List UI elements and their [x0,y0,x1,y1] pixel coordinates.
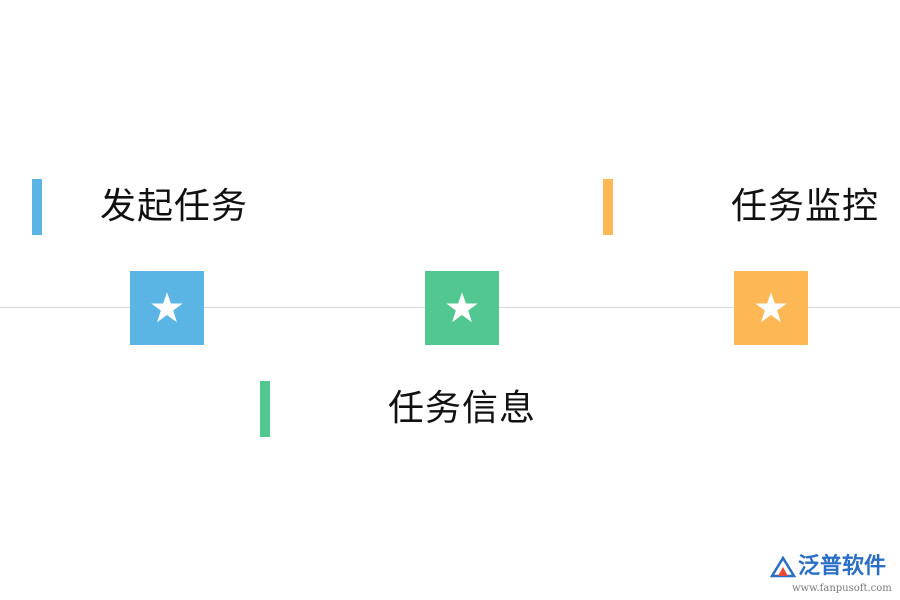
step-1-node [130,271,204,345]
step-2-marker-bar [260,381,270,437]
step-2-node [425,271,499,345]
step-2-label: 任务信息 [388,388,537,429]
brand-url: www.fanpusoft.com [792,583,892,594]
fanpu-logo-icon [770,556,796,578]
star-icon [446,292,478,323]
step-3-label: 任务监控 [731,186,880,227]
step-1-marker-bar [32,179,42,235]
step-1-label: 发起任务 [100,186,249,227]
brand-logo: 泛普软件 www.fanpusoft.com [770,552,895,598]
star-icon [151,292,183,323]
step-3-marker-bar [603,179,613,235]
star-icon [755,292,787,323]
brand-name: 泛普软件 [798,554,887,579]
step-3-node [734,271,808,345]
